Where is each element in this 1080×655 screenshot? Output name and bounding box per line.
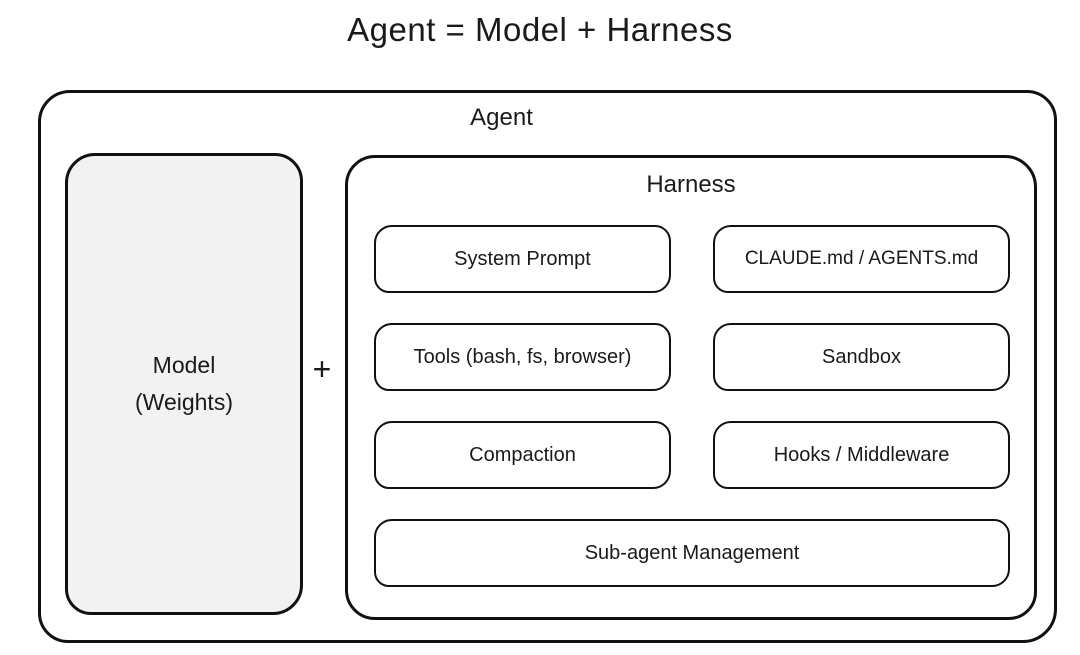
harness-item-compaction: Compaction [374,421,671,489]
plus-sign: + [312,351,332,387]
harness-item-system-prompt: System Prompt [374,225,671,293]
model-label-line2: (Weights) [135,389,233,415]
harness-grid: System Prompt CLAUDE.md / AGENTS.md Tool… [374,225,1010,587]
model-box: Model (Weights) [65,153,303,615]
diagram-title: Agent = Model + Harness [347,11,733,48]
harness-item-claude-md-agents-md: CLAUDE.md / AGENTS.md [713,225,1010,293]
model-label-line1: Model [152,352,216,379]
agent-label: Agent [470,104,533,131]
harness-item-tools: Tools (bash, fs, browser) [374,323,671,391]
harness-item-sub-agent-management: Sub-agent Management [374,519,1010,587]
harness-item-sandbox: Sandbox [713,323,1010,391]
harness-label: Harness [646,171,736,198]
agent-container-box: Agent Model (Weights) + Harness System P… [38,90,1057,643]
harness-item-hooks-middleware: Hooks / Middleware [713,421,1010,489]
harness-box: Harness System Prompt CLAUDE.md / AGENTS… [345,155,1037,620]
